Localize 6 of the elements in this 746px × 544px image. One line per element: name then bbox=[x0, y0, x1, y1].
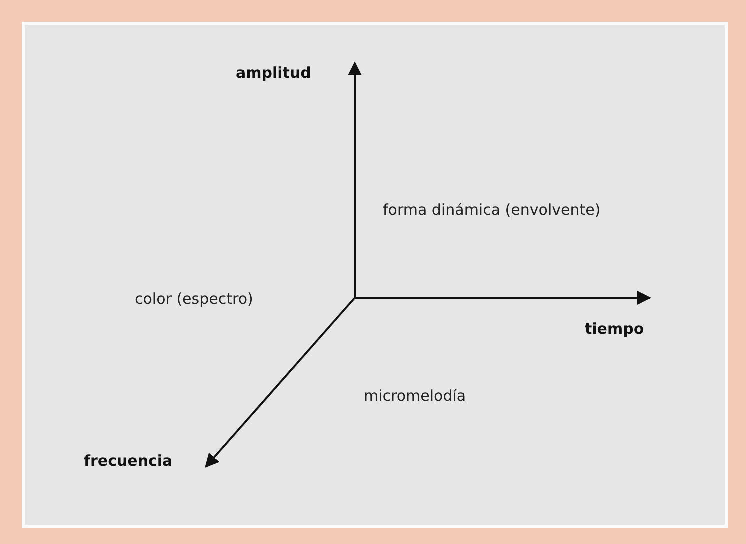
region-label: forma dinámica (envolvente) bbox=[383, 201, 601, 219]
axis-label: tiempo bbox=[585, 320, 644, 338]
region-label: color (espectro) bbox=[135, 290, 254, 308]
axis-label: amplitud bbox=[236, 64, 312, 82]
axis-label: frecuencia bbox=[84, 452, 173, 470]
region-label: micromelodía bbox=[364, 387, 466, 405]
